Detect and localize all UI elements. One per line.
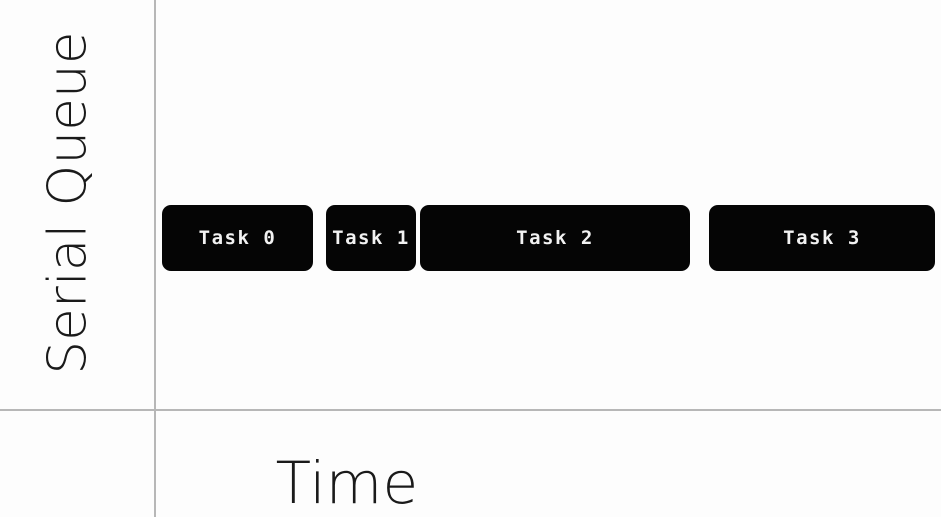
task-bar-label: Task 2 (516, 227, 594, 249)
task-bar-label: Task 1 (332, 227, 410, 249)
task-bar[interactable]: Task 3 (709, 205, 935, 271)
task-bar[interactable]: Task 2 (420, 205, 690, 271)
x-axis-line (0, 409, 941, 411)
task-bar-label: Task 0 (198, 227, 277, 249)
task-bar-label: Task 3 (783, 227, 861, 249)
task-bar[interactable]: Task 1 (326, 205, 416, 271)
x-axis-label: Time (275, 449, 419, 517)
task-bar[interactable]: Task 0 (162, 205, 313, 271)
y-axis-line (154, 0, 156, 517)
y-axis-label: Serial Queue (37, 31, 99, 375)
